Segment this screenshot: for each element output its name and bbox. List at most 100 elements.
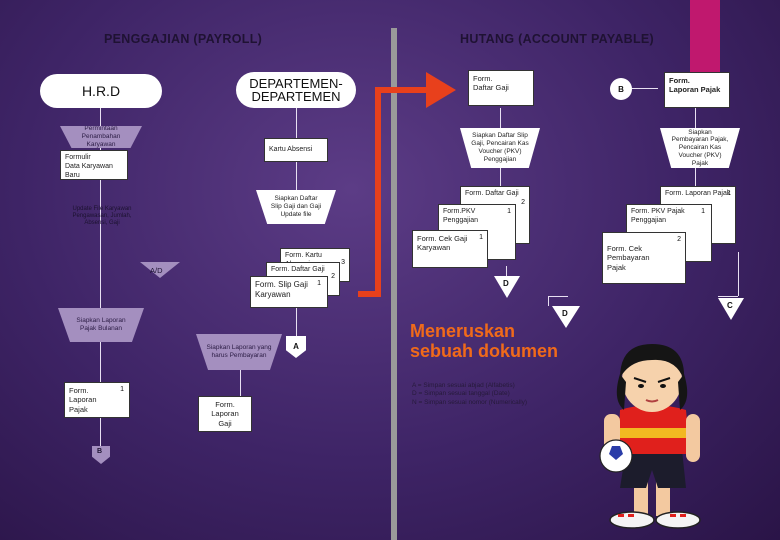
kartu-absensi-label: Kartu Absensi [269, 145, 313, 153]
formulir-line-2: Data Karyawan [65, 162, 113, 170]
form-slip-gaji-sub: Karyawan [255, 290, 291, 299]
flg-line-3: Gaji [218, 418, 232, 428]
accent-bar [690, 0, 720, 72]
legend-item-d: D = Simpan sesuai tanggal (Date) [412, 390, 510, 398]
rfdg-line-1: Form. [473, 74, 493, 83]
rsr-4: Pembayaran [607, 253, 650, 263]
formulir-line-1: Formulir [65, 154, 91, 161]
formulir-data-karyawan-doc: Formulir Data Karyawan Baru [60, 150, 128, 180]
right-siapkan-daftar-process: Siapkan Daftar Slip Gaji, Pencairan Kas … [460, 128, 540, 168]
siapkan-daftar-process: Siapkan Daftar Slip Gaji dan Gaji Update… [256, 190, 336, 224]
flow-arrow-head [426, 72, 456, 108]
connector-b-label: B [618, 84, 624, 94]
offpage-b-dim-label: B [97, 448, 103, 455]
rsl-num-0: 2 [521, 199, 525, 206]
flow-line [296, 162, 297, 190]
rsr-2: Penggajian [631, 216, 667, 224]
rsr-0: Form. Laporan Pajak [665, 190, 731, 197]
rsr-1: Form. PKV Pajak [631, 208, 685, 215]
flow-line [506, 266, 507, 278]
form-laporan-gaji-doc: Form. Laporan Gaji [198, 396, 252, 432]
file-d2-label: D [562, 309, 568, 318]
legend-item-n: N = Simpan sesuai nomor (Numerically) [412, 398, 528, 406]
form-laporan-pajak-doc: Form. Laporan Pajak 1 [64, 382, 130, 418]
callout-text: Meneruskan sebuah dokumen [410, 321, 559, 362]
file-d1-label: D [503, 279, 509, 288]
flow-line [548, 296, 549, 306]
siapkan-daftar-line-3: Update file [280, 210, 312, 218]
siapkan-daftar-line-2: Slip Gaji dan Gaji [270, 203, 322, 211]
legend: A = Simpan sesuai abjad (Alfabetis) D = … [412, 382, 527, 407]
flow-line [632, 88, 658, 89]
ad-label: A/D [150, 266, 163, 275]
child-illustration [599, 344, 701, 529]
rsr-3: Form. Cek [607, 244, 643, 253]
header-account-payable: HUTANG (ACCOUNT PAYABLE) [460, 32, 655, 46]
form-daftar-gaji-label: Form. Daftar Gaji [271, 266, 325, 273]
callout-line-2: sebuah dokumen [410, 340, 559, 361]
flg-line-2: Laporan [211, 409, 239, 419]
flow-arrow-path [358, 87, 436, 297]
form-slip-gaji-doc: Form. Slip Gaji Karyawan 1 [250, 276, 328, 308]
rsl-num-1: 1 [507, 208, 511, 215]
right-siapkan-pembayaran-label: Siapkan Pembayaran Pajak, Pencairan Kas … [671, 128, 729, 167]
flow-line [500, 168, 501, 188]
rsr-num-1: 1 [701, 208, 705, 215]
offpage-connector-a: A [286, 336, 306, 358]
flow-line [718, 296, 738, 297]
right-siapkan-pembayaran-process: Siapkan Pembayaran Pajak, Pencairan Kas … [660, 128, 740, 168]
update-file-process: Update File Karyawan Pengawasan, Jumlah,… [72, 206, 132, 227]
kartu-absensi-doc: Kartu Absensi [264, 138, 328, 162]
departemen-terminator: DEPARTEMEN- DEPARTEMEN [236, 72, 356, 108]
rflp-line-2: Laporan Pajak [669, 85, 721, 95]
siapkan-laporan-pembayaran-label: Siapkan Laporan yang harus Pembayaran [206, 344, 272, 359]
header-payroll: PENGGAJIAN (PAYROLL) [104, 32, 263, 46]
rsl-3: Karyawan [417, 243, 451, 253]
flp-line-3: Pajak [69, 404, 88, 414]
offpage-connector-b-dim [92, 446, 110, 464]
siapkan-laporan-pajak-label: Siapkan Laporan Pajak Bulanan [76, 317, 126, 332]
flow-line [695, 108, 696, 128]
stack-num-1: 1 [317, 280, 321, 287]
connector-b: B [610, 78, 632, 100]
rsl-0: Form. Daftar Gaji [465, 190, 519, 197]
callout-line-1: Meneruskan [410, 321, 516, 341]
permintaan-label: Permintaan Penambahan Karyawan [81, 125, 121, 148]
flow-line [548, 296, 568, 297]
form-slip-gaji-label: Form. Slip Gaji [255, 280, 308, 289]
stack-num-3: 3 [341, 259, 345, 266]
flow-line [296, 306, 297, 336]
flg-line-1: Form. [215, 400, 235, 409]
right-form-daftar-gaji-doc: Form. Daftar Gaji [468, 70, 534, 106]
hrd-label: H.R.D [81, 83, 121, 99]
flp-num: 1 [120, 386, 124, 393]
siapkan-laporan-pajak-process: Siapkan Laporan Pajak Bulanan [58, 308, 144, 342]
stack-num-2: 2 [331, 273, 335, 280]
right-form-laporan-pajak-doc: Form. Laporan Pajak [664, 72, 730, 108]
rsr-num-0: 1 [727, 190, 731, 197]
flow-line [240, 370, 241, 396]
rflp-line-1: Form. [669, 76, 690, 85]
right-siapkan-daftar-label: Siapkan Daftar Slip Gaji, Pencairan Kas … [471, 132, 529, 163]
formulir-line-3: Baru [65, 171, 80, 179]
siapkan-daftar-line-1: Siapkan Daftar [274, 195, 318, 203]
rsr-5: Pajak [607, 262, 626, 272]
flow-line [738, 252, 739, 296]
flp-line-1: Form. [69, 386, 89, 395]
rsl-num-2: 1 [479, 234, 483, 241]
flow-line [695, 168, 696, 186]
rsl-1: Form.PKV Penggajian [443, 208, 479, 224]
departemen-label-1: DEPARTEMEN- [249, 76, 343, 91]
flow-line [500, 108, 501, 128]
rfdg-line-2: Daftar Gaji [473, 83, 509, 93]
hrd-terminator: H.R.D [40, 74, 162, 108]
right-form-cek-gaji-doc: Form. Cek Gaji Karyawan 1 [412, 230, 488, 268]
flow-line [100, 108, 101, 448]
offpage-a-label: A [293, 342, 299, 351]
rsr-num-2: 2 [677, 236, 681, 243]
permintaan-process: Permintaan Penambahan Karyawan [60, 126, 142, 148]
file-c-label: C [727, 301, 733, 310]
flp-line-2: Laporan [69, 395, 97, 405]
center-divider [391, 28, 397, 540]
